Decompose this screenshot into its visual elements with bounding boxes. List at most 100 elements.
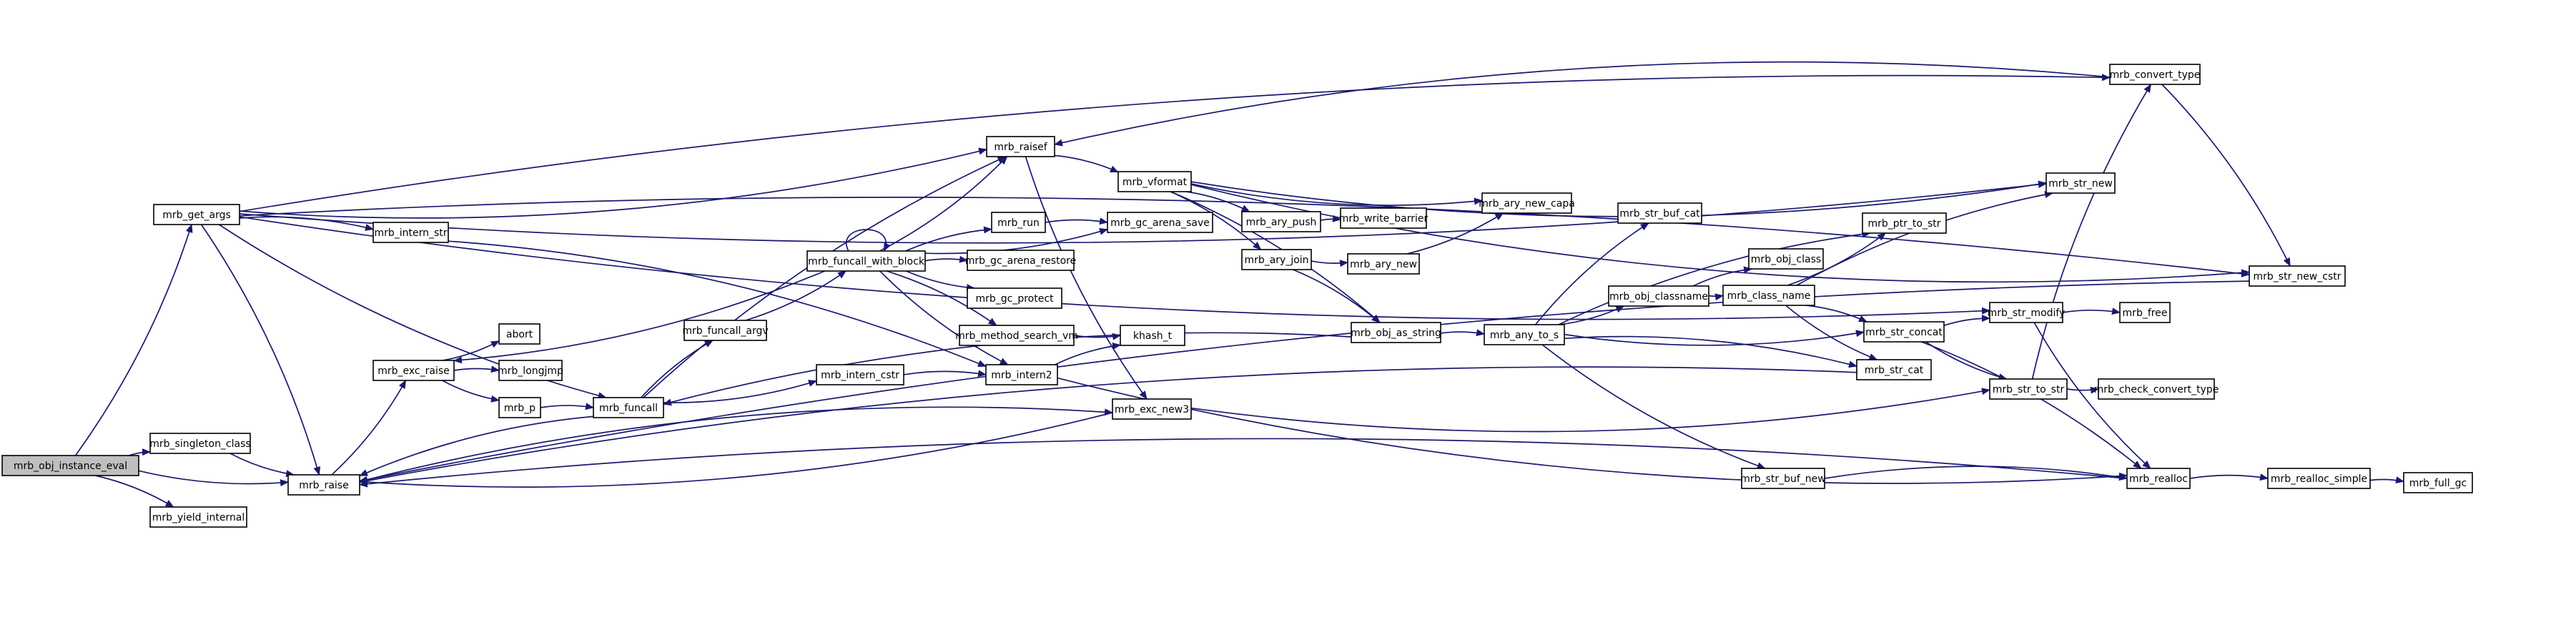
node-label: mrb_str_buf_cat xyxy=(1619,208,1700,220)
node-mrb-str-concat[interactable]: mrb_str_concat xyxy=(1863,321,1945,343)
node-box xyxy=(1,455,139,476)
node-mrb-realloc[interactable]: mrb_realloc xyxy=(2126,468,2191,489)
node-label: mrb_str_cat xyxy=(1865,365,1924,376)
node-mrb-yield-internal[interactable]: mrb_yield_internal xyxy=(149,506,247,528)
node-box xyxy=(1741,468,1825,489)
node-mrb-gc-protect[interactable]: mrb_gc_protect xyxy=(967,287,1062,309)
edge-n5-n19 xyxy=(448,240,987,368)
node-label: khash_t xyxy=(1133,330,1173,342)
edge-n0-n1 xyxy=(74,224,193,456)
node-mrb-vformat[interactable]: mrb_vformat xyxy=(1117,171,1192,192)
node-mrb-full-gc[interactable]: mrb_full_gc xyxy=(2403,472,2473,493)
edge-n27-n29 xyxy=(1293,269,1381,323)
node-box xyxy=(1484,324,1565,345)
node-mrb-str-to-str[interactable]: mrb_str_to_str xyxy=(1989,378,2068,400)
node-mrb-intern2[interactable]: mrb_intern2 xyxy=(985,364,1058,385)
node-label: mrb_exc_raise xyxy=(377,365,450,377)
node-mrb-longjmp[interactable]: mrb_longjmp xyxy=(498,360,563,381)
node-mrb-str-new[interactable]: mrb_str_new xyxy=(2045,172,2116,194)
node-mrb-exc-raise[interactable]: mrb_exc_raise xyxy=(372,360,455,381)
node-mrb-check-convert-type[interactable]: mrb_check_convert_type xyxy=(2094,378,2219,400)
node-mrb-ary-push[interactable]: mrb_ary_push xyxy=(1241,211,1321,232)
node-box xyxy=(1241,249,1312,270)
node-abort[interactable]: abort xyxy=(498,323,541,345)
node-mrb-ptr-to-str[interactable]: mrb_ptr_to_str xyxy=(1862,212,1947,234)
node-label: mrb_intern_str xyxy=(374,227,447,239)
node-mrb-funcall-argv[interactable]: mrb_funcall_argv xyxy=(682,320,769,341)
node-mrb-intern-str[interactable]: mrb_intern_str xyxy=(372,222,449,243)
node-mrb-realloc-simple[interactable]: mrb_realloc_simple xyxy=(2267,468,2371,489)
node-mrb-obj-as-string[interactable]: mrb_obj_as_string xyxy=(1351,322,1441,343)
node-mrb-str-modify[interactable]: mrb_str_modify xyxy=(1988,302,2066,323)
node-mrb-get-args[interactable]: mrb_get_args xyxy=(153,204,240,225)
node-box xyxy=(1989,378,2068,400)
node-mrb-ary-new[interactable]: mrb_ary_new xyxy=(1347,253,1420,275)
node-label: mrb_raisef xyxy=(994,142,1047,153)
node-label: mrb_str_modify xyxy=(1988,307,2066,319)
node-box xyxy=(967,287,1062,309)
edge-n36-n42 xyxy=(1943,315,1990,327)
node-layer: mrb_obj_instance_evalmrb_get_argsmrb_sin… xyxy=(1,64,2473,528)
node-mrb-str-new-cstr[interactable]: mrb_str_new_cstr xyxy=(2249,265,2346,287)
node-mrb-gc-arena-restore[interactable]: mrb_gc_arena_restore xyxy=(965,250,1076,271)
node-mrb-obj-classname[interactable]: mrb_obj_classname xyxy=(1608,285,1709,307)
node-mrb-ary-join[interactable]: mrb_ary_join xyxy=(1241,249,1312,270)
node-box xyxy=(1862,212,1947,234)
node-mrb-raisef[interactable]: mrb_raisef xyxy=(986,136,1055,157)
edge-n28-n26 xyxy=(1406,212,1504,255)
node-box xyxy=(1241,211,1321,232)
node-mrb-str-buf-cat[interactable]: mrb_str_buf_cat xyxy=(1617,202,1702,224)
node-box xyxy=(2267,468,2371,489)
node-mrb-p[interactable]: mrb_p xyxy=(498,397,541,418)
node-khash-t[interactable]: khash_t xyxy=(1120,325,1185,346)
edge-n14-n14 xyxy=(846,229,891,252)
node-label: mrb_gc_arena_save xyxy=(1110,217,1210,229)
node-label: mrb_realloc xyxy=(2129,473,2188,485)
edge-n1-n42 xyxy=(239,216,1990,320)
edge-n11-n7 xyxy=(540,403,594,410)
edge-n23-n29 xyxy=(1170,191,1381,323)
node-mrb-write-barrier[interactable]: mrb_write_barrier xyxy=(1339,207,1428,229)
edge-n41-n3 xyxy=(359,280,2250,483)
node-label: mrb_str_to_str xyxy=(1993,384,2065,395)
edge-n32-n33 xyxy=(1692,266,1753,287)
edge-n7-n13 xyxy=(663,380,817,403)
node-box xyxy=(149,433,251,454)
node-mrb-str-cat[interactable]: mrb_str_cat xyxy=(1856,359,1932,380)
edge-n24-n25 xyxy=(1320,215,1341,222)
edge-n40-n41 xyxy=(2161,84,2291,267)
node-label: mrb_get_args xyxy=(162,210,231,221)
node-box xyxy=(2119,302,2171,323)
edge-n14-n21 xyxy=(924,228,1108,255)
edge-n44-n40 xyxy=(2031,84,2152,380)
node-mrb-gc-arena-save[interactable]: mrb_gc_arena_save xyxy=(1107,212,1213,233)
node-mrb-method-search-vm[interactable]: mrb_method_search_vm xyxy=(955,325,1078,346)
node-mrb-raise[interactable]: mrb_raise xyxy=(287,474,360,496)
edge-n34-n35 xyxy=(1787,232,1886,286)
edge-n30-n37 xyxy=(1564,335,1857,368)
node-mrb-free[interactable]: mrb_free xyxy=(2119,302,2171,323)
node-mrb-intern-cstr[interactable]: mrb_intern_cstr xyxy=(816,364,904,385)
node-label: mrb_exc_new3 xyxy=(1115,404,1189,415)
node-mrb-class-name[interactable]: mrb_class_name xyxy=(1722,285,1815,306)
edge-n42-n43 xyxy=(2062,307,2121,315)
node-box xyxy=(2109,64,2201,85)
node-mrb-exc-new3[interactable]: mrb_exc_new3 xyxy=(1112,398,1192,420)
node-box xyxy=(1112,398,1192,420)
edge-n40-n6 xyxy=(1054,61,2111,147)
node-mrb-ary-new-capa[interactable]: mrb_ary_new_capa xyxy=(1479,192,1575,214)
node-label: mrb_str_new xyxy=(2048,178,2113,190)
edge-n14-n16 xyxy=(924,255,968,263)
node-mrb-obj-class[interactable]: mrb_obj_class xyxy=(1748,248,1824,270)
edge-n15-n21 xyxy=(1045,217,1108,225)
node-box xyxy=(498,397,541,418)
node-mrb-run[interactable]: mrb_run xyxy=(991,212,1046,233)
node-mrb-str-buf-new[interactable]: mrb_str_buf_new xyxy=(1740,468,1826,489)
node-box xyxy=(498,360,563,381)
node-box xyxy=(1722,285,1815,306)
node-mrb-funcall-with-block[interactable]: mrb_funcall_with_block xyxy=(806,250,926,272)
node-mrb-singleton-class[interactable]: mrb_singleton_class xyxy=(149,433,251,454)
node-mrb-any-to-s[interactable]: mrb_any_to_s xyxy=(1484,324,1565,345)
node-mrb-funcall[interactable]: mrb_funcall xyxy=(593,397,664,418)
node-mrb-convert-type[interactable]: mrb_convert_type xyxy=(2109,64,2201,85)
